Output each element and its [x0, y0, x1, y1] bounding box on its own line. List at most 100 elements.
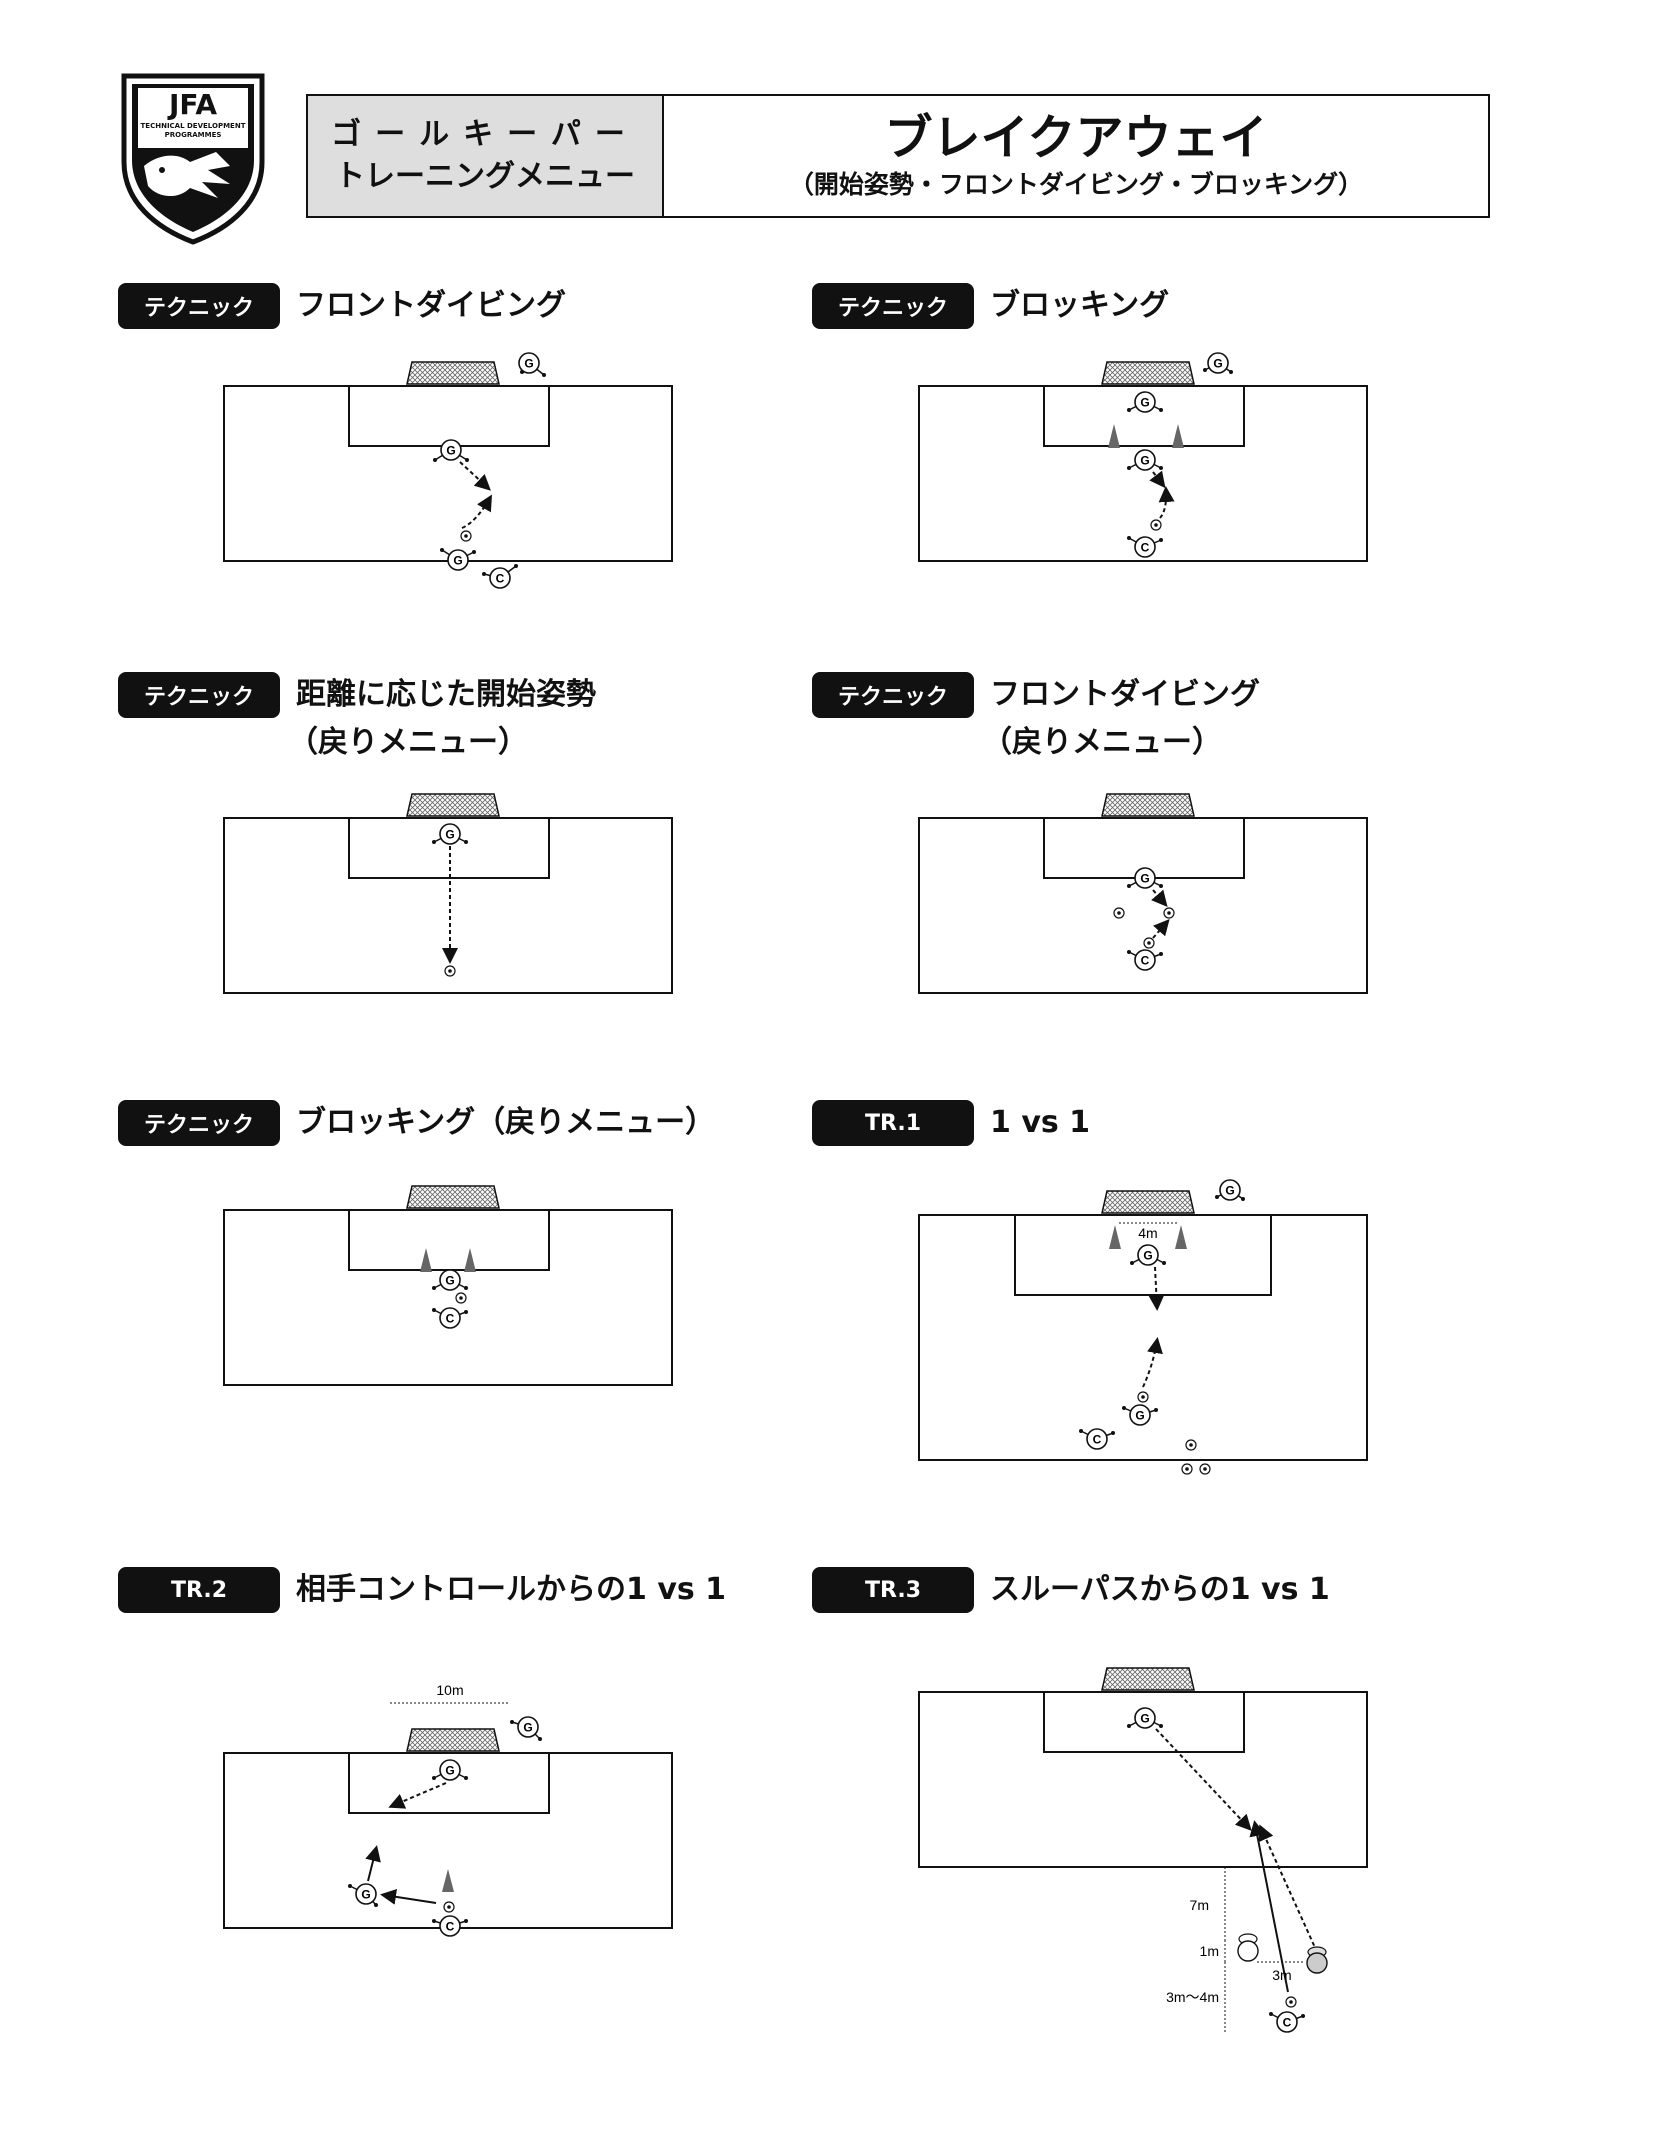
- section-tag: TR.2: [118, 1567, 280, 1613]
- player-label: G: [523, 1721, 532, 1735]
- section-tag: テクニック: [118, 283, 280, 329]
- goalkeeper-player: G: [1130, 1244, 1166, 1266]
- ball: [1285, 1996, 1297, 2008]
- pitch-diagram: G C: [223, 1185, 673, 1386]
- ball: [1150, 519, 1162, 531]
- category-line1: ゴールキーパー: [331, 117, 639, 152]
- ball: [1163, 907, 1175, 919]
- pitch-area: [223, 1209, 673, 1386]
- movement-arrow: [388, 1782, 447, 1809]
- section-title-sub: （戻りメニュー）: [288, 725, 528, 760]
- title-box: ゴールキーパー トレーニングメニュー ブレイクアウェイ （開始姿勢・フロントダイ…: [306, 94, 1490, 218]
- title-area: ブレイクアウェイ （開始姿勢・フロントダイビング・ブロッキング）: [664, 96, 1488, 216]
- movement-arrow: [1158, 486, 1175, 519]
- coach-player: C: [482, 564, 518, 589]
- pitch-diagram: 10m G G G C: [223, 1682, 673, 1937]
- cone-marker: [1108, 424, 1120, 448]
- mannequin-marker: [1237, 1933, 1259, 1962]
- section-title: 1 vs 1: [990, 1105, 1091, 1140]
- goalkeeper-player: G: [1127, 449, 1163, 471]
- player-label: C: [496, 572, 505, 586]
- section-title: 相手コントロールからの1 vs 1: [296, 1572, 727, 1607]
- section-tag: テクニック: [118, 1100, 280, 1146]
- player-label: G: [1225, 1184, 1234, 1198]
- player-label: C: [1141, 541, 1150, 555]
- movement-arrow: [1142, 1337, 1163, 1388]
- player-label: G: [1213, 357, 1222, 371]
- ball: [1199, 1463, 1211, 1475]
- goalkeeper-player: G: [1122, 1404, 1158, 1426]
- distance-label: 10m: [436, 1682, 463, 1698]
- goalkeeper-player: G: [433, 439, 469, 462]
- player-label: C: [1141, 954, 1150, 968]
- section-title: スルーパスからの1 vs 1: [990, 1572, 1330, 1607]
- mannequin-marker: [1306, 1946, 1328, 1974]
- ball: [460, 530, 472, 542]
- ball: [444, 965, 456, 977]
- ball: [455, 1292, 467, 1304]
- logo-line1: TECHNICAL DEVELOPMENT: [141, 122, 246, 130]
- coach-player: C: [1127, 536, 1163, 558]
- section-title: フロントダイビング: [296, 288, 566, 323]
- category-box: ゴールキーパー トレーニングメニュー: [308, 96, 664, 216]
- goalkeeper-player: G: [432, 823, 468, 845]
- pitch-diagram: G G G C: [918, 352, 1368, 562]
- goalkeeper-player: G: [1203, 352, 1233, 374]
- player-label: G: [453, 554, 462, 568]
- run-arrow: [1249, 1820, 1289, 1993]
- section-tag: TR.3: [812, 1567, 974, 1613]
- player-label: G: [1140, 872, 1149, 886]
- ball: [1113, 907, 1125, 919]
- goalkeeper-player: G: [440, 548, 476, 571]
- player-label: C: [1093, 1433, 1102, 1447]
- coach-player: C: [1269, 2011, 1305, 2033]
- movement-arrow: [459, 461, 491, 491]
- pitch-diagram: G 4m G G C: [918, 1179, 1368, 1475]
- ball: [1185, 1439, 1197, 1451]
- goalkeeper-player: G: [1215, 1179, 1245, 1201]
- section-title-sub: （戻りメニュー）: [982, 725, 1222, 760]
- goal-area: [348, 385, 550, 447]
- player-label: C: [446, 1312, 455, 1326]
- goal-net: [1101, 793, 1195, 817]
- distance-label: 3m: [1272, 1967, 1291, 1983]
- ball: [1181, 1463, 1193, 1475]
- logo-line2: PROGRAMMES: [165, 131, 222, 139]
- movement-arrow: [461, 494, 493, 529]
- player-label: G: [361, 1888, 370, 1902]
- goalkeeper-player: G: [518, 352, 546, 377]
- player-label: G: [1135, 1409, 1144, 1423]
- ball: [1143, 937, 1155, 949]
- pitch-diagram: G 7m 1m 3m〜4m 3m C: [918, 1667, 1368, 2034]
- movement-arrow: [1155, 1728, 1252, 1831]
- section-title: フロントダイビング: [990, 677, 1260, 712]
- goal-net: [406, 361, 500, 385]
- player-label: G: [524, 357, 533, 371]
- player-label: G: [446, 444, 455, 458]
- player-label: C: [446, 1920, 455, 1934]
- section-tag: テクニック: [118, 672, 280, 718]
- cone-marker: [464, 1248, 476, 1272]
- player-label: G: [1140, 1712, 1149, 1726]
- player-label: C: [1283, 2016, 1292, 2030]
- pitch-diagram: G C: [918, 793, 1368, 994]
- player-label: G: [1143, 1249, 1152, 1263]
- cone-marker: [420, 1248, 432, 1272]
- cone-marker: [1175, 1225, 1187, 1249]
- player-label: G: [445, 1274, 454, 1288]
- coach-player: C: [1079, 1428, 1115, 1450]
- coach-player: C: [1127, 949, 1163, 971]
- goal-net: [406, 1185, 500, 1209]
- pitch-diagram: G: [223, 793, 673, 994]
- page-title: ブレイクアウェイ: [884, 110, 1268, 166]
- goalkeeper-player: G: [432, 1759, 468, 1781]
- section-title: 距離に応じた開始姿勢: [296, 677, 596, 712]
- section-tag: テクニック: [812, 283, 974, 329]
- movement-arrow: [1151, 889, 1168, 908]
- cone-marker: [442, 1869, 454, 1892]
- goalkeeper-player: G: [1127, 391, 1163, 413]
- player-label: G: [445, 828, 454, 842]
- ball: [1137, 1391, 1149, 1403]
- goalkeeper-player: G: [1127, 867, 1163, 889]
- goalkeeper-player: G: [432, 1269, 468, 1291]
